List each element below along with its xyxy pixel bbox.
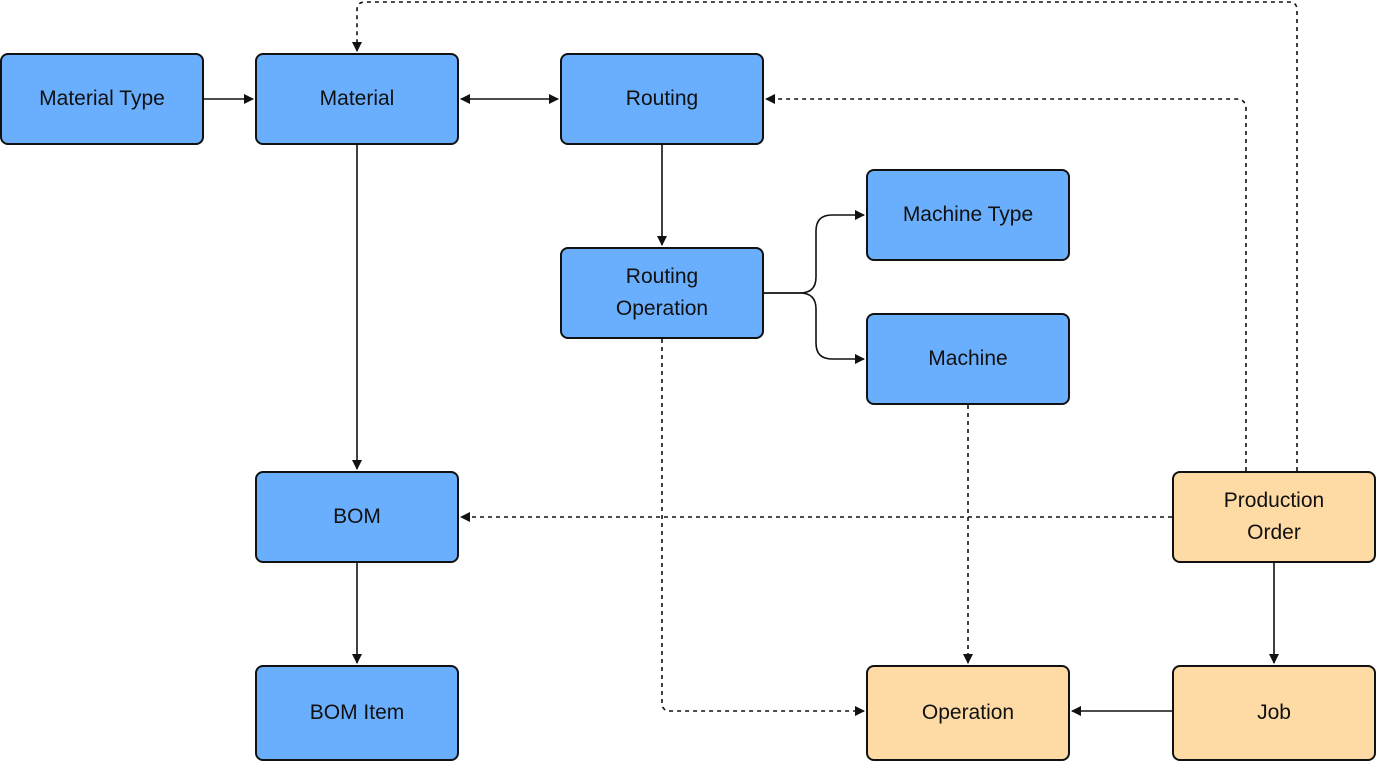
node-machine[interactable]: Machine [866,313,1070,405]
node-label: Material [319,87,395,110]
edge-routing-operation-to-machine-type [764,210,865,294]
node-routing[interactable]: Routing [560,53,764,145]
edge-production-order-to-routing [765,94,1247,471]
node-job[interactable]: Job [1172,665,1376,761]
node-material[interactable]: Material [255,53,459,145]
node-label: BOM Item [309,701,405,724]
node-label: BOM [333,505,381,528]
node-label: Material Type [39,87,165,110]
node-label: Routing [625,87,699,110]
node-routing-operation[interactable]: Routing Operation [560,247,764,339]
edge-routing-operation-to-machine [764,292,865,364]
node-bom-item[interactable]: BOM Item [255,665,459,761]
node-operation[interactable]: Operation [866,665,1070,761]
node-material-type[interactable]: Material Type [0,53,204,145]
node-label: Machine Type [902,203,1034,226]
node-label: Production Order [1223,489,1325,544]
node-label: Routing Operation [615,265,709,320]
node-machine-type[interactable]: Machine Type [866,169,1070,261]
edge-production-order-to-material [352,1,1298,471]
node-label: Job [1257,701,1291,724]
node-production-order[interactable]: Production Order [1172,471,1376,563]
node-bom[interactable]: BOM [255,471,459,563]
node-label: Operation [921,701,1015,724]
node-label: Machine [928,347,1008,370]
edge-routing-operation-to-operation [661,339,865,716]
